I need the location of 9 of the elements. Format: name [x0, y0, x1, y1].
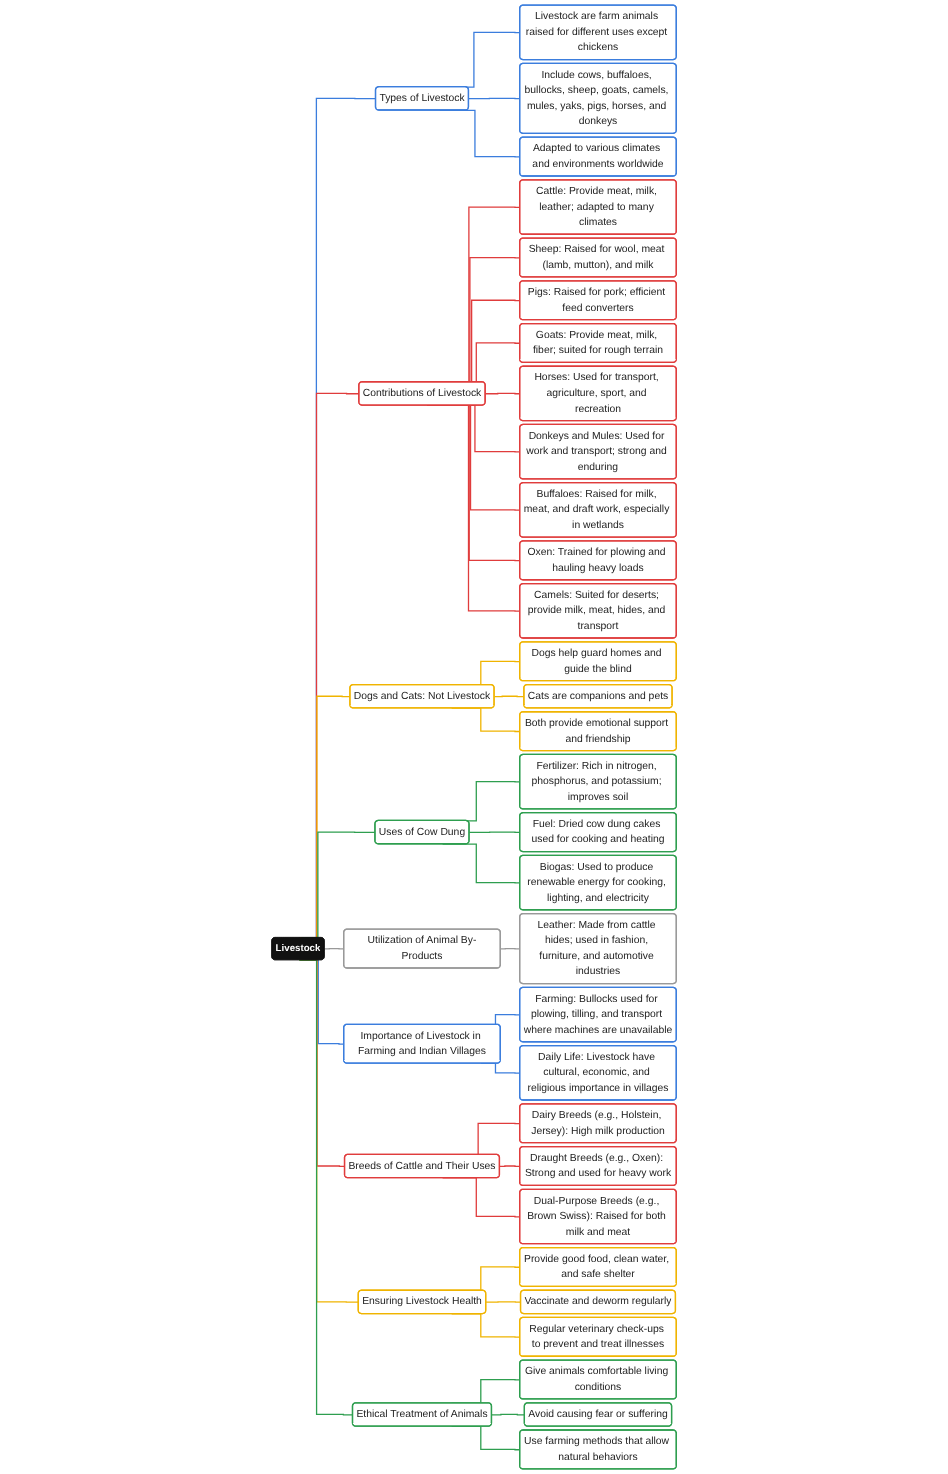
connector	[484, 392, 521, 395]
connector	[499, 947, 521, 950]
connector	[485, 1301, 522, 1303]
connector	[493, 695, 525, 698]
connector	[468, 97, 521, 100]
connector	[499, 1165, 521, 1167]
connector	[491, 1413, 526, 1416]
connector	[323, 947, 345, 950]
connector	[468, 831, 521, 834]
